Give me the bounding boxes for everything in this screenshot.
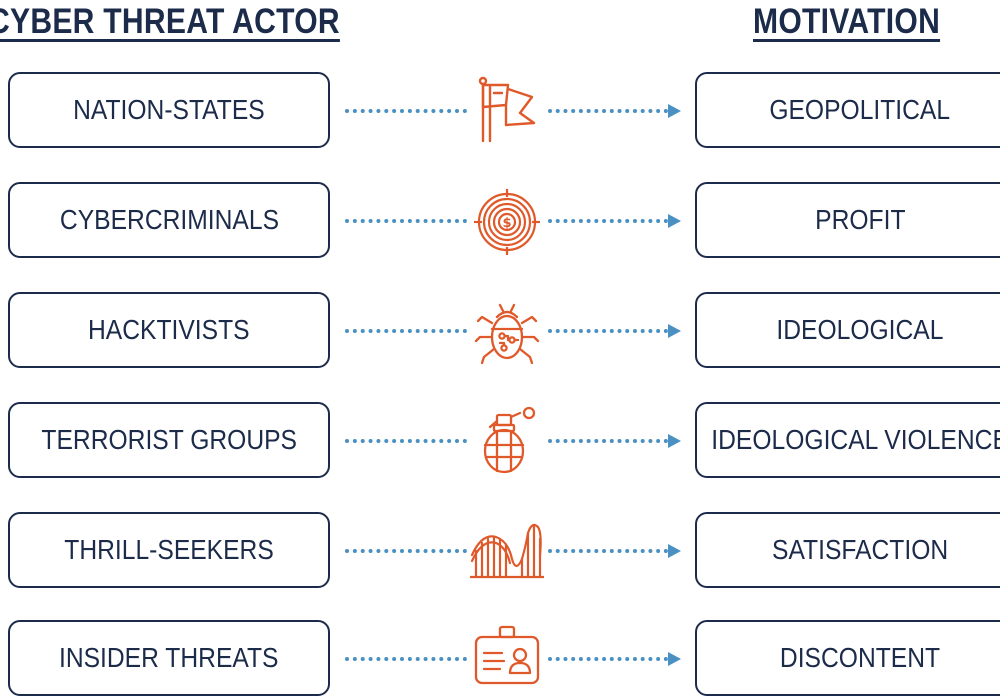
actor-label: NATION-STATES	[73, 94, 265, 125]
actor-label: THRILL-SEEKERS	[64, 534, 274, 565]
motivation-label: IDEOLOGICAL	[776, 314, 944, 345]
arrow-head-icon	[668, 214, 681, 228]
actor-label: INSIDER THREATS	[59, 642, 279, 673]
connector-dots-right	[548, 439, 668, 447]
connector-dots-left	[345, 109, 467, 117]
id-badge-icon	[470, 623, 544, 697]
connector-dots-left	[345, 219, 467, 227]
motivation-label: SATISFACTION	[771, 534, 949, 565]
threat-row: CYBERCRIMINALS $ PROFIT	[0, 182, 1000, 262]
roller-coaster-icon	[470, 515, 544, 589]
connector-dots-left	[345, 329, 467, 337]
connector-dots-right	[548, 109, 668, 117]
connector-dots-right	[548, 219, 668, 227]
connector-dots-right	[548, 329, 668, 337]
flag-icon	[470, 75, 544, 149]
svg-text:$: $	[502, 216, 511, 231]
arrow-head-icon	[668, 434, 681, 448]
threat-row: THRILL-SEEKERS SATISFACTION	[0, 512, 1000, 592]
motivation-column-heading: MOTIVATION	[753, 2, 941, 41]
motivation-box: IDEOLOGICAL	[695, 292, 1000, 368]
connector-dots-left	[345, 549, 467, 557]
actor-label: TERRORIST GROUPS	[41, 424, 297, 455]
actor-box: NATION-STATES	[8, 72, 330, 148]
arrow-head-icon	[668, 652, 681, 666]
motivation-label: GEOPOLITICAL	[769, 94, 951, 125]
connector-dots-right	[548, 549, 668, 557]
actor-column-heading: CYBER THREAT ACTOR	[0, 2, 340, 41]
grenade-icon	[470, 405, 544, 479]
motivation-label: IDEOLOGICAL VIOLENCE	[711, 424, 1000, 455]
actor-box: INSIDER THREATS	[8, 620, 330, 696]
motivation-box: GEOPOLITICAL	[695, 72, 1000, 148]
motivation-box: IDEOLOGICAL VIOLENCE	[695, 402, 1000, 478]
actor-box: CYBERCRIMINALS	[8, 182, 330, 258]
arrow-head-icon	[668, 104, 681, 118]
connector-dots-right	[548, 657, 668, 665]
actor-box: HACKTIVISTS	[8, 292, 330, 368]
motivation-label: DISCONTENT	[779, 642, 941, 673]
motivation-label: PROFIT	[814, 204, 906, 235]
actor-label: HACKTIVISTS	[88, 314, 250, 345]
arrow-head-icon	[668, 324, 681, 338]
actor-box: TERRORIST GROUPS	[8, 402, 330, 478]
threat-row: HACKTIVISTS IDEOLOGICAL	[0, 292, 1000, 372]
motivation-box: PROFIT	[695, 182, 1000, 258]
actor-box: THRILL-SEEKERS	[8, 512, 330, 588]
threat-row: INSIDER THREATS DISCONTENT	[0, 620, 1000, 700]
dollar-target-icon: $	[470, 185, 544, 259]
connector-dots-left	[345, 439, 467, 447]
threat-row: NATION-STATES GEOPOLITICAL	[0, 72, 1000, 152]
bug-icon	[470, 295, 544, 369]
connector-dots-left	[345, 657, 467, 665]
threat-row: TERRORIST GROUPS IDEOLOGICAL VIOLENCE	[0, 402, 1000, 482]
motivation-box: DISCONTENT	[695, 620, 1000, 696]
actor-label: CYBERCRIMINALS	[59, 204, 279, 235]
arrow-head-icon	[668, 544, 681, 558]
motivation-box: SATISFACTION	[695, 512, 1000, 588]
